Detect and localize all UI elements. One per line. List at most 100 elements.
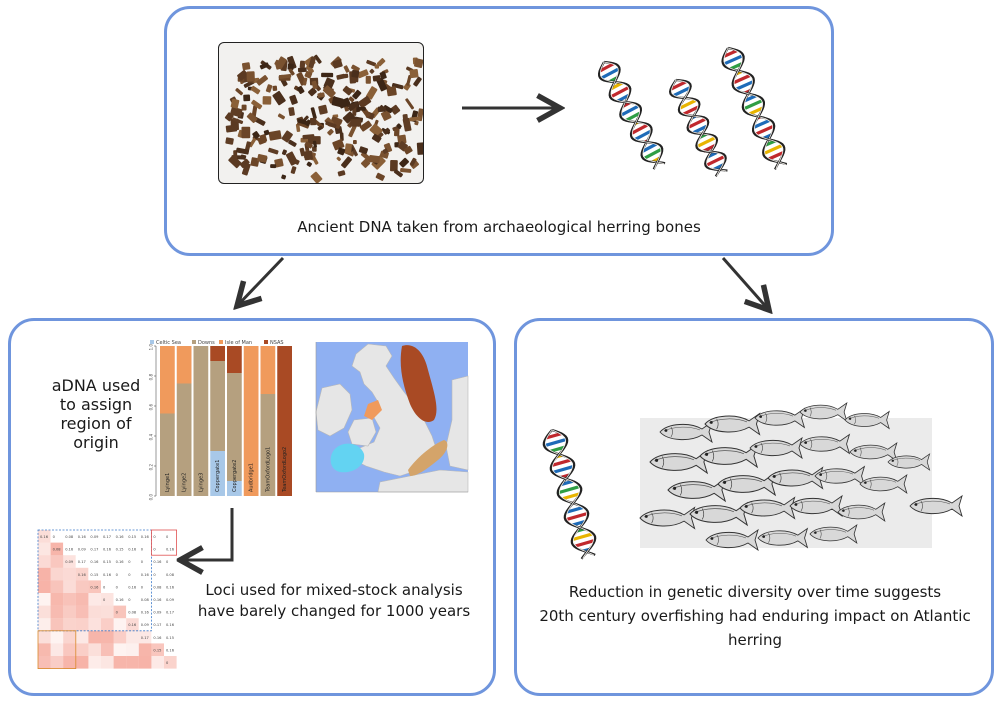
dna-helix-icon [597, 60, 666, 170]
svg-text:0.17: 0.17 [166, 611, 174, 615]
map-region-downs [408, 440, 448, 476]
herring-fish [689, 501, 749, 527]
dna-helix-icon [542, 428, 597, 560]
svg-text:0.08: 0.08 [65, 535, 74, 539]
svg-text:0.16: 0.16 [78, 535, 87, 539]
svg-text:0.08: 0.08 [53, 548, 62, 552]
bar-label: Lyinge2 [182, 473, 188, 492]
left-caption-line: aDNA used [51, 376, 141, 395]
svg-text:0.16: 0.16 [65, 548, 74, 552]
bar-segment [160, 346, 175, 414]
svg-text:0.08: 0.08 [166, 573, 175, 577]
bar-segment [227, 346, 242, 373]
svg-text:0.09: 0.09 [166, 598, 175, 602]
map-region-isle-of-man [364, 400, 382, 420]
svg-text:0.16: 0.16 [166, 548, 175, 552]
herring-fish [809, 523, 858, 545]
svg-text:0.16: 0.16 [166, 623, 175, 627]
right-caption-line: Reduction in genetic diversity over time… [568, 583, 942, 601]
y-tick-label: 0.2 [149, 464, 154, 471]
loci-caption-line: Loci used for mixed-stock analysis [205, 581, 463, 599]
herring-fish [909, 494, 963, 518]
svg-text:0.09: 0.09 [78, 548, 87, 552]
legend-swatch [219, 340, 223, 344]
map-region-nsas [400, 345, 437, 423]
herring-fish [717, 471, 777, 497]
arrow-chart-to-loci [180, 500, 234, 560]
y-tick-label: 0.6 [149, 404, 154, 411]
left-caption-line: region of origin [60, 414, 132, 452]
svg-text:0.15: 0.15 [153, 648, 161, 652]
bar-label: Audbridge1 [249, 463, 255, 492]
bar-label: Coppergate1 [215, 460, 221, 492]
herring-fish [705, 528, 759, 552]
svg-text:0.16: 0.16 [141, 573, 150, 577]
legend-label: Isle of Man [225, 340, 252, 346]
right-caption: Reduction in genetic diversity over time… [522, 580, 988, 652]
bar-segment [176, 383, 192, 496]
svg-text:0.16: 0.16 [128, 585, 137, 589]
right-caption-line: 20th century overfishing had enduring im… [539, 607, 971, 649]
herring-school-illustration [639, 401, 963, 552]
svg-text:0: 0 [166, 661, 169, 665]
bar-segment [227, 481, 242, 496]
svg-text:0.16: 0.16 [141, 535, 150, 539]
svg-text:0: 0 [141, 585, 144, 589]
left-caption: aDNA used to assign region of origin [36, 376, 156, 452]
herring-fish [799, 401, 848, 423]
top-caption: Ancient DNA taken from archaeological he… [297, 218, 701, 236]
svg-text:0.16: 0.16 [141, 611, 150, 615]
legend-label: NSAS [270, 340, 284, 346]
svg-text:0.15: 0.15 [103, 560, 111, 564]
svg-text:0.16: 0.16 [116, 598, 125, 602]
svg-text:0.08: 0.08 [153, 585, 162, 589]
loci-caption: Loci used for mixed-stock analysis have … [186, 580, 482, 622]
herring-fish [704, 412, 761, 436]
herring-fish [667, 477, 727, 503]
left-caption-line: to assign [59, 395, 133, 414]
bar-segment [160, 413, 175, 496]
arrow-to-left-panel [237, 256, 285, 306]
svg-text:0.16: 0.16 [90, 560, 99, 564]
dna-helix-icon [721, 46, 788, 170]
chart-legend: Celtic Sea Downs Isle of Man NSAS [150, 340, 284, 346]
svg-text:0: 0 [128, 560, 131, 564]
svg-text:0: 0 [103, 585, 106, 589]
svg-text:0.16: 0.16 [40, 535, 49, 539]
bar-label: Lyinge3 [198, 473, 204, 492]
svg-text:0.09: 0.09 [141, 623, 150, 627]
herring-fish [799, 433, 851, 455]
legend-label: Downs [198, 340, 215, 346]
herring-fish [814, 465, 866, 487]
svg-text:0.09: 0.09 [65, 560, 74, 564]
bar-label: TeamOxfordLogo2 [282, 447, 288, 493]
svg-text:0.09: 0.09 [90, 535, 99, 539]
svg-text:0: 0 [153, 548, 156, 552]
legend-swatch [264, 340, 268, 344]
svg-text:0.16: 0.16 [153, 636, 162, 640]
svg-text:0.09: 0.09 [153, 611, 162, 615]
svg-text:0: 0 [116, 573, 119, 577]
svg-text:0: 0 [141, 560, 144, 564]
svg-text:0: 0 [153, 573, 156, 577]
herring-fish [659, 420, 713, 444]
legend-label: Celtic Sea [156, 340, 181, 346]
svg-text:0.16: 0.16 [116, 560, 125, 564]
map-region-celtic-sea [330, 443, 365, 473]
svg-text:0.16: 0.16 [153, 560, 162, 564]
legend-swatch [192, 340, 196, 344]
herring-fish [859, 473, 908, 495]
bar-segment [243, 346, 259, 496]
svg-text:0.17: 0.17 [78, 560, 86, 564]
svg-text:0.16: 0.16 [166, 648, 175, 652]
svg-text:0.15: 0.15 [166, 636, 174, 640]
herring-fish [749, 436, 803, 460]
svg-text:0: 0 [153, 535, 156, 539]
svg-text:0.16: 0.16 [103, 573, 112, 577]
herring-fish [789, 494, 843, 518]
svg-text:0: 0 [166, 535, 169, 539]
svg-text:0.16: 0.16 [153, 598, 162, 602]
svg-text:0.17: 0.17 [103, 535, 111, 539]
bar-segment [227, 373, 242, 481]
